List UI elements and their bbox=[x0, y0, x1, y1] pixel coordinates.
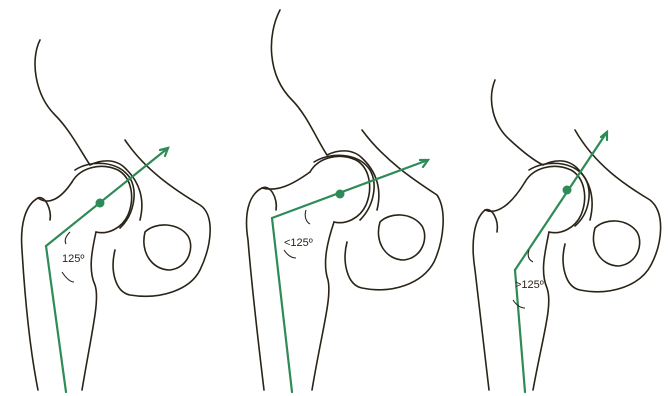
acetabulum-rim bbox=[314, 155, 374, 220]
hip-panel-valga: >125º bbox=[445, 0, 668, 396]
pelvis-outline bbox=[35, 40, 142, 220]
femur-medial bbox=[533, 232, 549, 390]
angle-label: 125º bbox=[62, 253, 84, 265]
angle-label: >125º bbox=[515, 279, 544, 291]
angle-arc-upper bbox=[528, 250, 533, 262]
neck-axis bbox=[272, 160, 428, 218]
femur-medial bbox=[312, 222, 334, 390]
neck-axis bbox=[515, 132, 607, 270]
neck-axis bbox=[46, 148, 168, 246]
angle-arc-lower bbox=[284, 250, 296, 258]
obturator-foramen bbox=[593, 221, 639, 266]
obturator-foramen bbox=[378, 215, 424, 260]
shaft-axis bbox=[46, 246, 66, 392]
angle-arc-upper bbox=[65, 232, 70, 244]
angle-arc-lower bbox=[62, 272, 74, 282]
femur-diagram-vara: <125º bbox=[222, 0, 445, 396]
ischium-outline bbox=[563, 130, 661, 292]
pelvis-outline bbox=[271, 10, 378, 210]
head-center-dot bbox=[563, 186, 572, 195]
hip-panel-vara: <125º bbox=[222, 0, 445, 396]
ischium-outline bbox=[345, 130, 443, 290]
hip-panel-normal: 125º bbox=[0, 0, 223, 396]
femur-outline bbox=[22, 182, 72, 390]
obturator-foramen bbox=[144, 225, 191, 270]
pelvis-outline bbox=[491, 80, 592, 220]
femur-diagram-normal: 125º bbox=[0, 0, 223, 396]
angle-arc-upper bbox=[305, 210, 310, 224]
femoral-head bbox=[525, 166, 585, 232]
head-center-dot bbox=[336, 190, 345, 199]
head-center-dot bbox=[96, 199, 105, 208]
angle-arc-lower bbox=[513, 300, 525, 308]
angle-label: <125º bbox=[284, 237, 313, 249]
trochanter bbox=[485, 210, 497, 232]
acetabulum-rim bbox=[75, 163, 134, 228]
femur-diagram-valga: >125º bbox=[445, 0, 668, 396]
trochanter bbox=[262, 187, 276, 210]
